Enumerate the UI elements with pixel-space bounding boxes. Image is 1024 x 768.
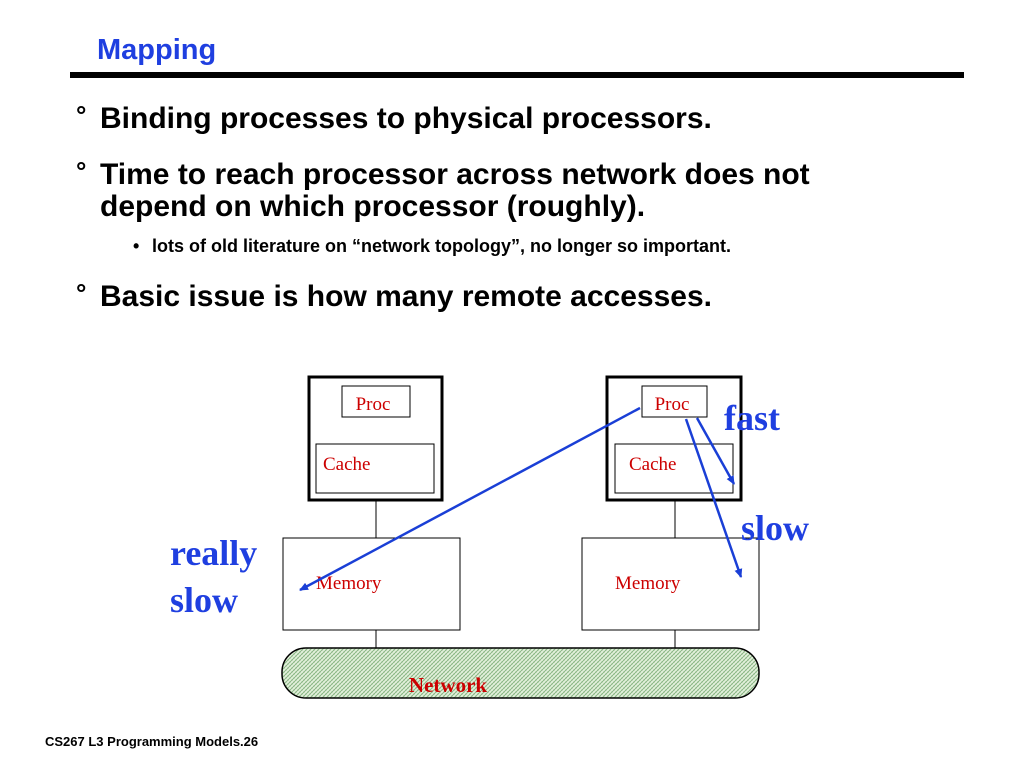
left-memory-label: Memory — [316, 573, 382, 594]
left-proc-box — [341, 385, 411, 418]
bullet-2: ° Time to reach processor across network… — [76, 156, 810, 223]
slide-title: Mapping — [97, 34, 217, 66]
left-cache-box — [315, 443, 435, 494]
network-label: Network — [409, 673, 487, 697]
really-slow-arrow — [299, 406, 641, 592]
sub-bullet-marker: • — [133, 236, 140, 256]
bullet-marker: ° — [76, 278, 87, 308]
left-proc-label: Proc — [356, 394, 391, 415]
left-cache-label: Cache — [323, 454, 370, 475]
bullet-text: Binding processes to physical processors… — [100, 102, 712, 135]
fast-arrow — [695, 417, 736, 485]
right-cache-box — [614, 443, 734, 494]
right-proc-box — [641, 385, 708, 418]
bullet-1: ° Binding processes to physical processo… — [76, 100, 712, 135]
bullet-3: ° Basic issue is how many remote accesse… — [76, 278, 712, 313]
title-divider — [70, 72, 964, 78]
right-memory-label: Memory — [615, 573, 681, 594]
fast-label: fast — [724, 398, 780, 438]
right-proc-label: Proc — [655, 394, 690, 415]
bullet-text-line-1: Time to reach processor across network d… — [100, 158, 810, 191]
sub-bullet-1: • lots of old literature on “network top… — [133, 236, 731, 257]
bullet-text-line-2: depend on which processor (roughly). — [100, 190, 646, 223]
bullet-marker: ° — [76, 156, 87, 186]
bullet-text: Basic issue is how many remote accesses. — [100, 280, 712, 313]
slow-label: slow — [741, 508, 809, 548]
really-slow-label-line-2: slow — [170, 580, 238, 620]
network-bus — [281, 647, 760, 699]
really-slow-label-line-1: really — [170, 533, 257, 573]
slow-arrow — [684, 418, 743, 578]
right-memory-box — [581, 537, 760, 631]
sub-bullet-text: lots of old literature on “network topol… — [152, 236, 731, 256]
bullet-marker: ° — [76, 100, 87, 130]
right-cache-label: Cache — [629, 454, 676, 475]
slide-footer: CS267 L3 Programming Models.26 — [45, 734, 259, 749]
